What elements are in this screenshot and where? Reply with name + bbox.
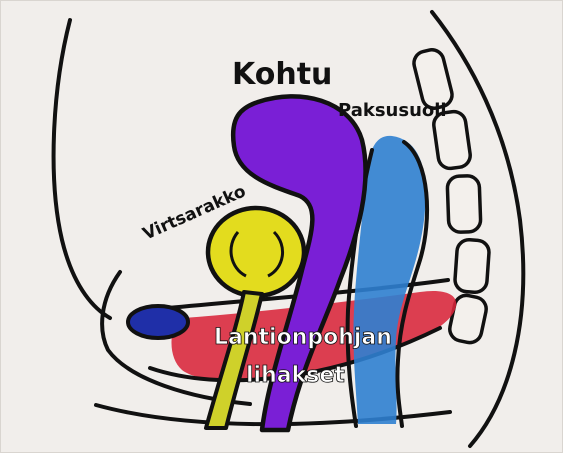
vertebra-4 bbox=[454, 239, 490, 293]
label-pelvic-floor-line2: lihakset bbox=[246, 363, 345, 388]
vertebra-3 bbox=[447, 175, 481, 232]
label-colon: Paksusuoli bbox=[338, 100, 447, 121]
label-uterus: Kohtu bbox=[232, 57, 332, 92]
bladder-shape bbox=[208, 208, 304, 296]
pubic-bone bbox=[128, 306, 188, 338]
label-pelvic-floor-line1: Lantionpohjan bbox=[214, 325, 392, 350]
